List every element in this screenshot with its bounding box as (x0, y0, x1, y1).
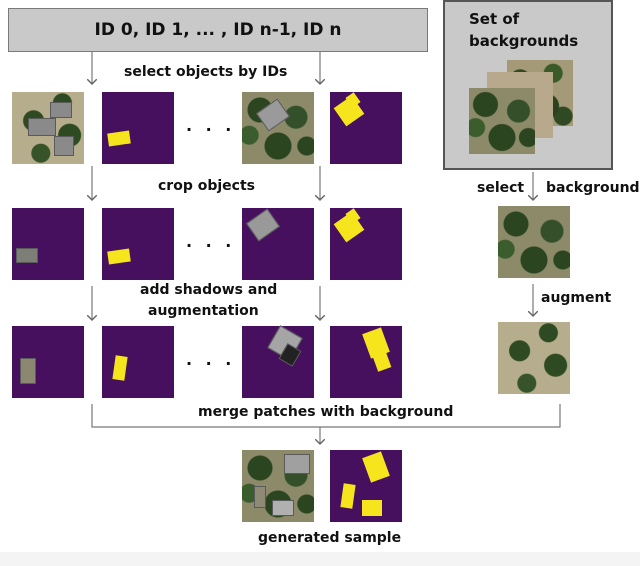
object-ids-box: ID 0, ID 1, ... , ID n-1, ID n (8, 8, 428, 52)
step-shadows-label-line2: augmentation (148, 303, 259, 319)
row2-object0-crop (12, 208, 84, 280)
row3-objectn-mask (330, 326, 402, 398)
row1-ellipsis: . . . (186, 116, 236, 135)
row3-objectn-augmented (242, 325, 314, 398)
object-ids-label: ID 0, ID 1, ... , ID n-1, ID n (94, 20, 342, 40)
merge-bracket (91, 404, 561, 428)
row1-object0-image (12, 92, 84, 164)
generated-sample-label: generated sample (258, 530, 402, 546)
step-select-objects-label: select objects by IDs (124, 64, 288, 80)
caption-strip (0, 552, 640, 566)
row2-objectn-mask (330, 208, 402, 280)
row2-ellipsis: . . . (186, 232, 236, 251)
step-crop-label: crop objects (158, 178, 255, 194)
step-select-bg-label-2: background (546, 180, 640, 196)
step-shadows-label-line1: add shadows and (140, 282, 278, 298)
step-merge-label: merge patches with background (198, 404, 454, 420)
row3-object0-augmented (12, 326, 84, 398)
row3-ellipsis: . . . (186, 350, 236, 369)
row1-objectn-image (242, 92, 314, 164)
generated-sample-image (242, 450, 314, 522)
background-stack-image-front (469, 88, 535, 154)
row3-object0-mask (102, 326, 174, 398)
row2-object0-mask (102, 208, 174, 280)
row1-objectn-mask (330, 92, 402, 164)
step-select-bg-label: select (477, 180, 525, 196)
augmented-background-image (498, 322, 570, 394)
backgrounds-set-title: Set of backgrounds (469, 10, 579, 50)
row1-object0-mask (102, 92, 174, 164)
backgrounds-set-box: Set of backgrounds (443, 0, 613, 170)
row2-objectn-crop (242, 208, 314, 280)
selected-background-image (498, 206, 570, 278)
generated-sample-mask (330, 450, 402, 522)
step-augment-label: augment (541, 290, 612, 306)
